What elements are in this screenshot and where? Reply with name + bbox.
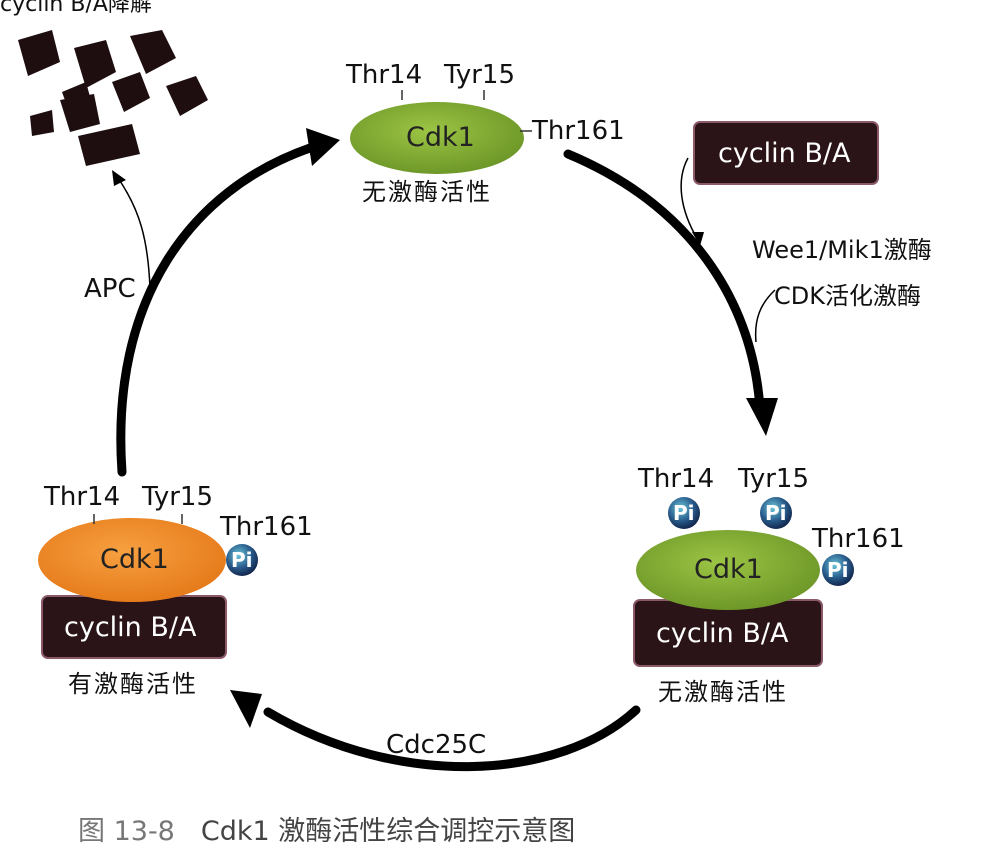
left-cdk1-shape <box>38 518 226 602</box>
arrow-top-to-right <box>563 149 765 413</box>
apc-arrow-line <box>117 177 151 289</box>
top-thr161-label: Thr161 <box>532 116 625 146</box>
right-cyclin-label: cyclin B/A <box>656 618 789 649</box>
top-thr14-label: Thr14 <box>346 60 423 90</box>
right-tyr15-label: Tyr15 <box>738 464 809 494</box>
free-cyclin-box <box>693 121 879 185</box>
right-thr161-label: Thr161 <box>812 524 905 554</box>
left-pi-thr161 <box>226 544 258 576</box>
top-cdk1-shape <box>350 102 524 174</box>
fragment <box>60 94 100 132</box>
fragment <box>78 124 140 166</box>
right-state-label: 无激酶活性 <box>658 678 788 706</box>
right-pi-thr161-label: Pi <box>827 558 849 582</box>
arrowhead-right <box>746 398 778 436</box>
cyclin-binding-arrowhead <box>692 232 704 246</box>
right-pi-thr161 <box>822 554 854 586</box>
figure-caption: 图 13-8 Cdk1 激酶活性综合调控示意图 <box>78 818 575 845</box>
left-pi-thr161-label: Pi <box>231 548 253 572</box>
free-cyclin-label: cyclin B/A <box>718 138 851 169</box>
fragment <box>112 72 150 112</box>
apc-label: APC <box>84 274 136 304</box>
right-thr14-label: Thr14 <box>638 464 715 494</box>
figure-number: 图 13-8 <box>78 816 175 847</box>
left-cyclin-label: cyclin B/A <box>64 612 197 643</box>
top-cdk1-label: Cdk1 <box>406 122 475 153</box>
enzyme-curve <box>754 289 776 343</box>
right-pi-thr14 <box>668 497 700 529</box>
fragment <box>74 40 116 88</box>
right-pi-tyr15 <box>760 497 792 529</box>
fragment <box>166 76 208 116</box>
arrowhead-top <box>306 128 340 166</box>
figure-title: Cdk1 激酶活性综合调控示意图 <box>200 816 576 847</box>
arrow-left-to-top <box>116 143 315 477</box>
arrow-right-to-left <box>263 705 641 772</box>
cyclin-binding-curve <box>680 157 699 241</box>
left-cdk1-label: Cdk1 <box>100 544 169 575</box>
arrowhead-left <box>230 690 262 728</box>
right-cdk1-label: Cdk1 <box>694 554 763 585</box>
right-pi-thr14-label: Pi <box>673 501 695 525</box>
right-cdk1-shape <box>636 530 820 610</box>
degraded-cyclin-fragments <box>18 30 208 166</box>
wee1-label: Wee1/Mik1激酶 <box>752 236 932 264</box>
left-state-label: 有激酶活性 <box>68 670 198 698</box>
cyclin-degradation-label: cyclin B/A降解 <box>0 0 152 17</box>
fragment <box>30 110 54 136</box>
left-thr14-label: Thr14 <box>44 482 121 512</box>
top-state-label: 无激酶活性 <box>362 178 492 206</box>
right-pi-tyr15-label: Pi <box>765 501 787 525</box>
top-tyr15-label: Tyr15 <box>444 60 515 90</box>
left-thr161-label: Thr161 <box>220 512 313 542</box>
fragment <box>18 30 60 76</box>
fragment <box>130 30 176 74</box>
left-tyr15-label: Tyr15 <box>142 482 213 512</box>
cdc25c-label: Cdc25C <box>386 730 487 760</box>
cak-label: CDK活化激酶 <box>774 282 921 310</box>
apc-arrowhead <box>112 170 126 186</box>
